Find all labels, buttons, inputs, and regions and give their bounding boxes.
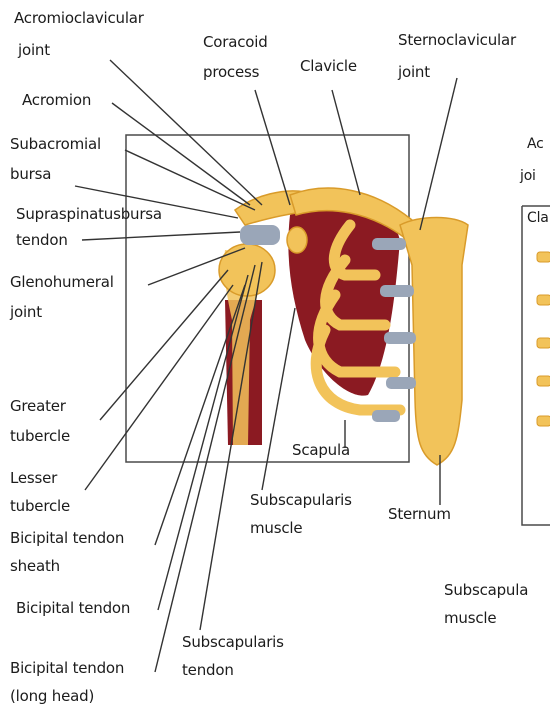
right-figure-icons	[537, 252, 550, 426]
label-sternoclavicular-2: joint	[398, 58, 430, 86]
label-coracoid: Coracoid	[203, 28, 268, 56]
label-coracoid-2: process	[203, 58, 259, 86]
label-right-subscapularis-2: muscle	[444, 604, 496, 632]
label-sternum: Sternum	[388, 500, 451, 528]
label-right-ac: Ac	[527, 130, 544, 158]
label-glenohumeral: Glenohumeral	[10, 268, 114, 296]
label-sternoclavicular: Sternoclavicular	[398, 26, 516, 54]
label-bicipital-tendon: Bicipital tendon	[16, 594, 130, 622]
label-greater: Greater	[10, 392, 66, 420]
label-bicipital-sheath: Bicipital tendon	[10, 524, 124, 552]
label-bicipital-long-head: Bicipital tendon	[10, 654, 124, 682]
label-lesser: Lesser	[10, 464, 57, 492]
label-bicipital-sheath-2: sheath	[10, 552, 60, 580]
label-greater-2: tubercle	[10, 422, 70, 450]
coracoid-process	[287, 227, 307, 253]
label-supraspinatus-2: tendon	[16, 226, 68, 254]
label-acromioclavicular: Acromioclavicular	[14, 4, 144, 32]
label-subscapularis-muscle-2: muscle	[250, 514, 302, 542]
label-subscapularis-tendon: Subscapularis	[182, 628, 284, 656]
label-lesser-2: tubercle	[10, 492, 70, 520]
label-clavicle: Clavicle	[300, 52, 357, 80]
label-supraspinatus: Supraspinatusbursa	[16, 200, 162, 228]
label-acromion: Acromion	[22, 86, 91, 114]
label-subscapularis-muscle: Subscapularis	[250, 486, 352, 514]
label-glenohumeral-2: joint	[10, 298, 42, 326]
label-subacromial-2: bursa	[10, 160, 51, 188]
label-bicipital-long-head-2: (long head)	[10, 682, 94, 710]
label-subacromial: Subacromial	[10, 130, 101, 158]
glenoid-cartilage	[240, 225, 280, 245]
leader-lines	[75, 60, 457, 672]
label-scapula: Scapula	[292, 436, 350, 464]
label-right-subscapularis: Subscapula	[444, 576, 528, 604]
label-right-cla: Cla	[527, 204, 549, 232]
label-right-ac-2: joi	[520, 162, 536, 190]
label-subscapularis-tendon-2: tendon	[182, 656, 234, 684]
label-acromioclavicular-2: joint	[18, 36, 50, 64]
